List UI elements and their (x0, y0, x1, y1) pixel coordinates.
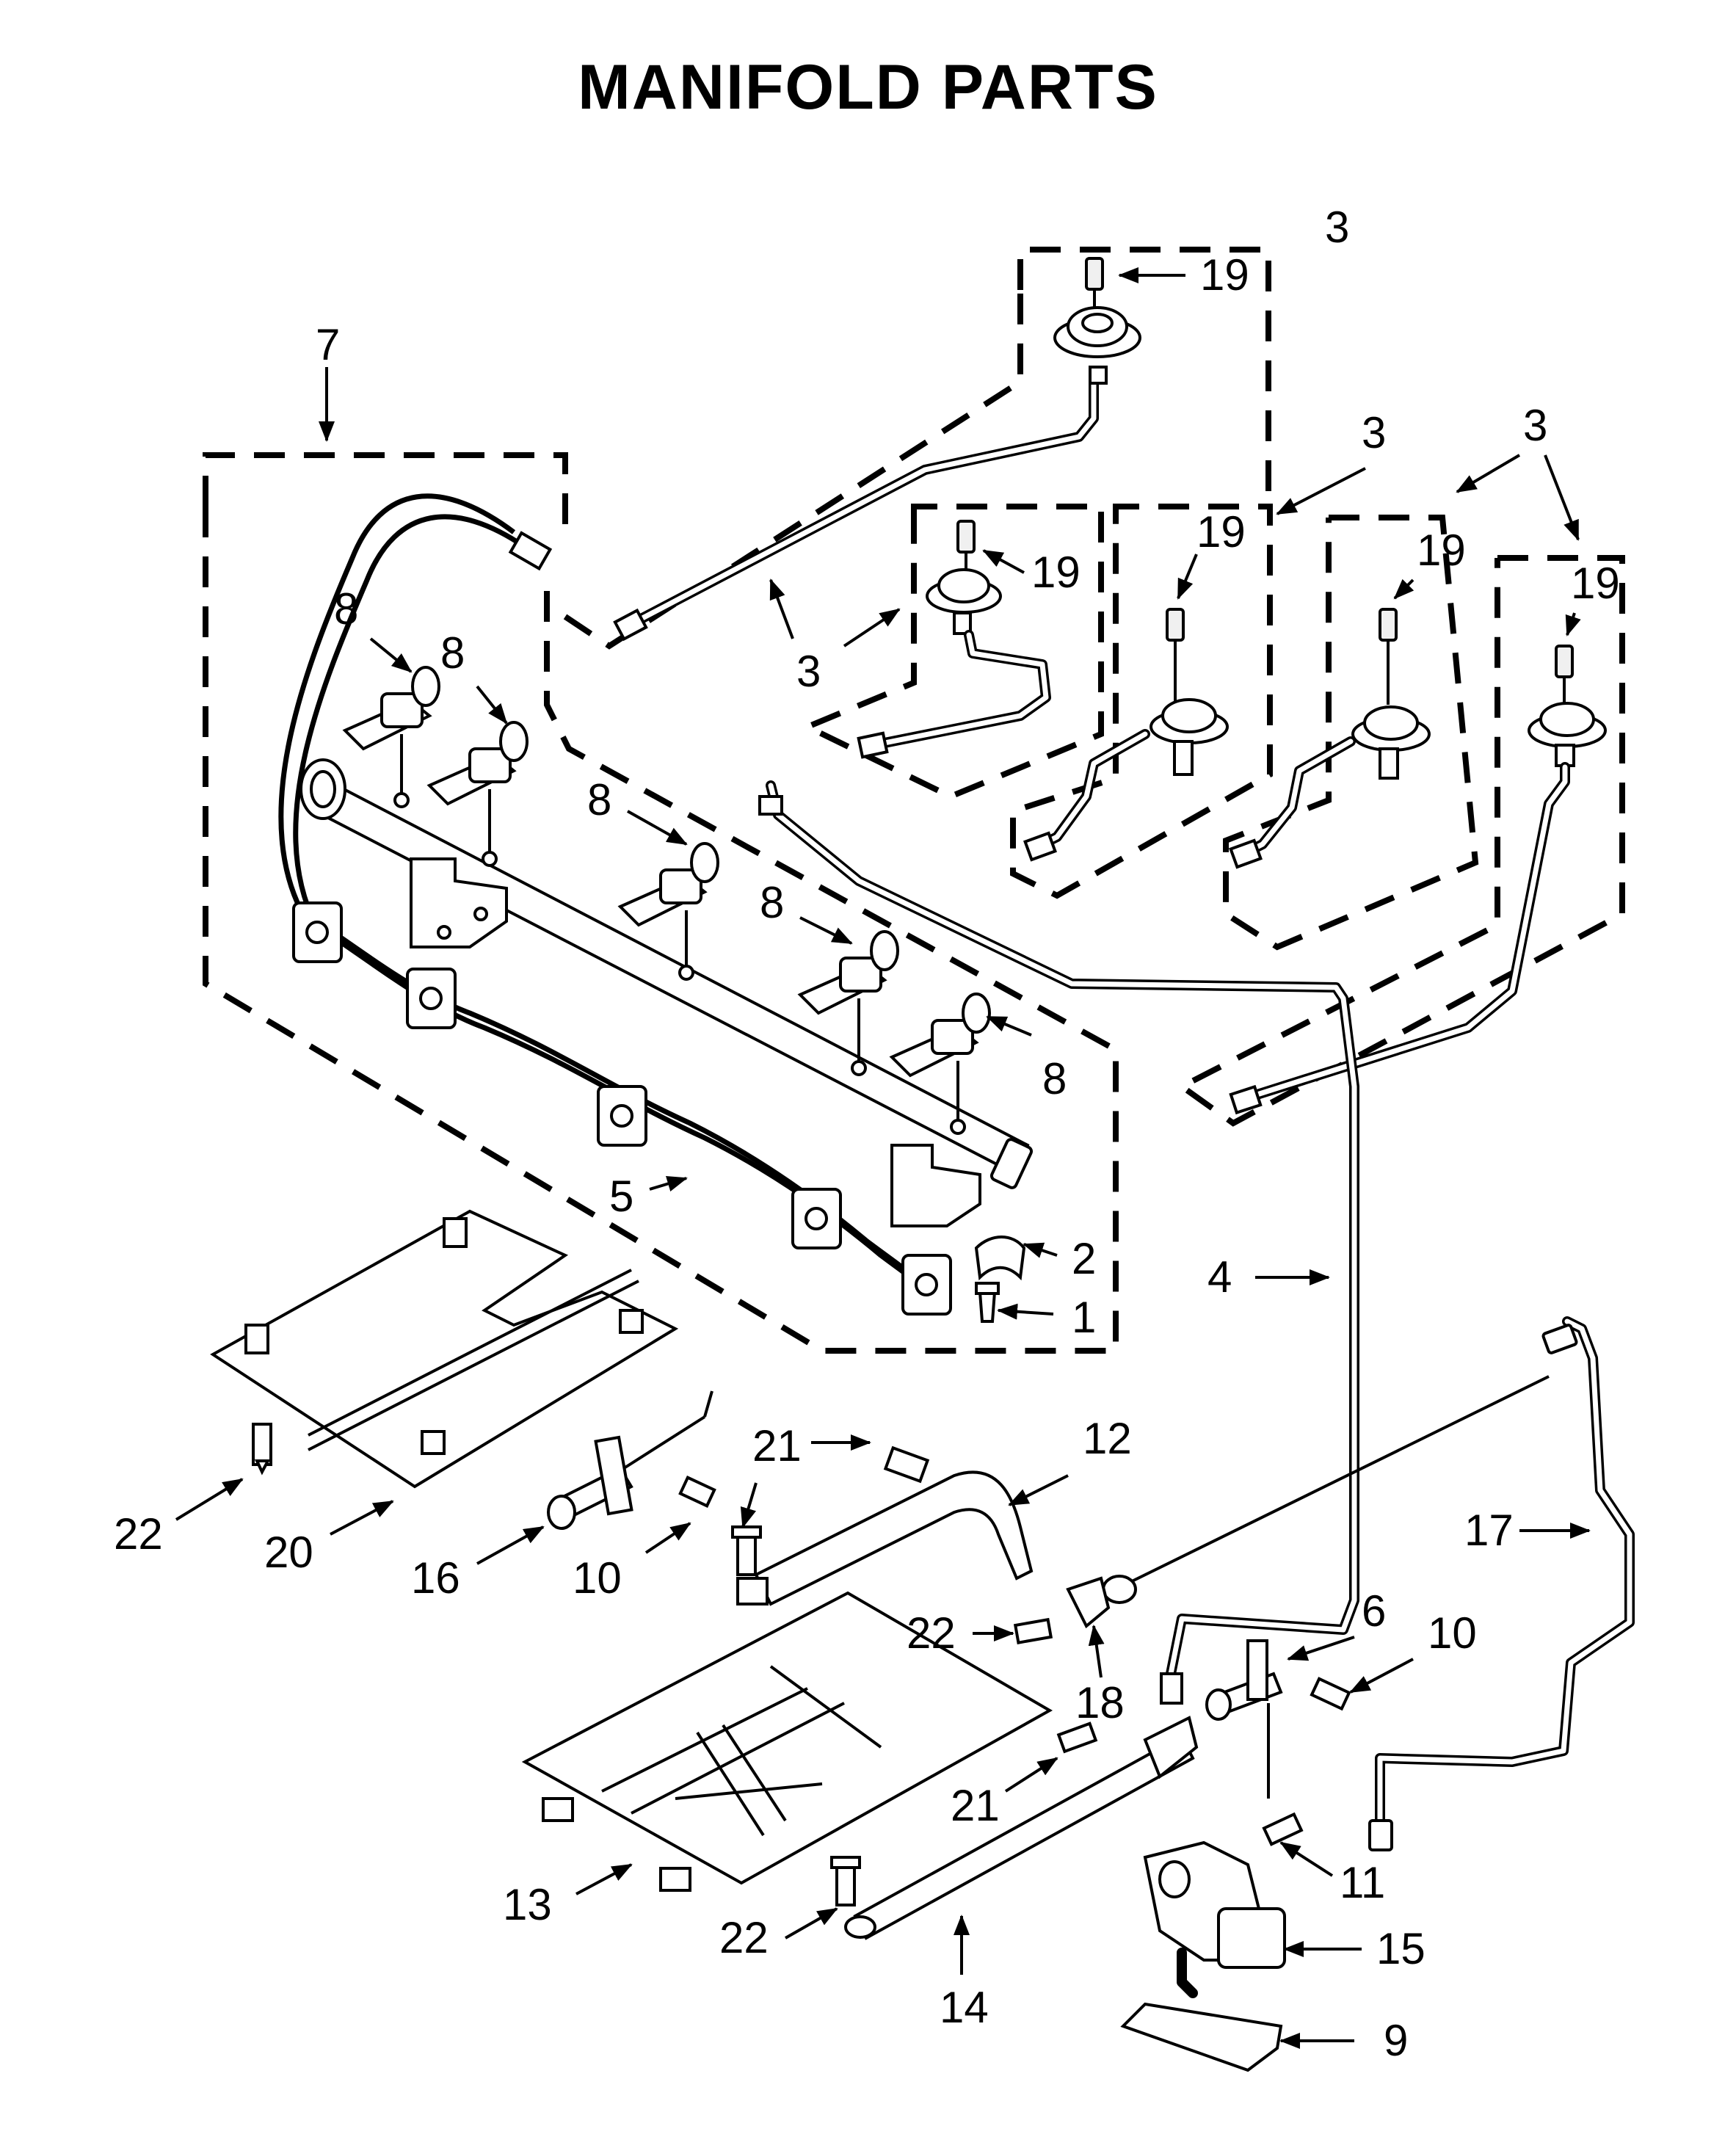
harness-switch-5 (901, 1254, 952, 1316)
screw-10-a (678, 1476, 716, 1508)
callout-7: 7 (316, 320, 340, 369)
callout-19: 19 (1196, 507, 1246, 556)
callout-15: 15 (1376, 1924, 1426, 1973)
callout-10: 10 (1428, 1608, 1477, 1658)
callout-16: 16 (411, 1553, 460, 1603)
callout-4: 4 (1207, 1252, 1232, 1302)
burner-valve-mid2 (1229, 705, 1431, 869)
callout-22: 22 (114, 1509, 163, 1559)
gas-tube-top (613, 377, 1099, 642)
harness-switch-2 (406, 968, 457, 1029)
screw-11 (1262, 1812, 1304, 1846)
orifice-19-mid (1166, 608, 1185, 701)
callout-21: 21 (951, 1781, 1000, 1830)
callout-14: 14 (940, 1983, 989, 2032)
orifice-holder-8-d (797, 930, 899, 1076)
group-box-manifold-harness (203, 452, 1119, 1354)
screw-10-b (1310, 1677, 1351, 1711)
screw-22-c (830, 1856, 861, 1906)
leader-arrows (175, 267, 1591, 2049)
thermocouple-wire (1102, 1375, 1550, 1604)
orifice-19-mid2 (1379, 608, 1398, 705)
heat-shield-20 (210, 1209, 679, 1489)
orifice-19-left (956, 520, 976, 571)
bracket-9 (1120, 2002, 1283, 2072)
callout-17: 17 (1464, 1506, 1514, 1555)
callout-10: 10 (573, 1553, 622, 1603)
callout-8: 8 (334, 584, 358, 634)
callout-19: 19 (1571, 559, 1620, 608)
safety-valve-15 (1143, 1840, 1286, 1998)
callout-20: 20 (264, 1528, 313, 1577)
spreader-18 (1066, 1576, 1111, 1629)
group-box-burner-valve-right (1176, 555, 1625, 1127)
callout-19: 19 (1031, 548, 1081, 597)
group-box-burner-valve-mid (1010, 504, 1273, 899)
callout-2: 2 (1072, 1234, 1096, 1283)
callout-5: 5 (609, 1172, 633, 1221)
callout-8: 8 (760, 878, 784, 927)
harness-switch-1 (292, 901, 343, 963)
callout-6: 6 (1362, 1586, 1386, 1636)
callout-8: 8 (440, 628, 465, 678)
manifold-pipe (299, 758, 1034, 1227)
group-box-burner-valve-left (800, 504, 1104, 800)
burner-12 (736, 1445, 1034, 1606)
burner-valve-left (857, 568, 1051, 759)
callout-1: 1 (1072, 1293, 1096, 1342)
igniter-16 (547, 1390, 713, 1530)
orifice-holder-8-b (426, 721, 529, 867)
group-box-burner-valve-top (563, 247, 1271, 650)
callout-3: 3 (796, 647, 821, 696)
callout-19: 19 (1200, 250, 1249, 300)
screw-1 (975, 1282, 1000, 1323)
callout-21: 21 (752, 1421, 802, 1470)
screw-22-a (252, 1423, 272, 1476)
harness-switch-4 (791, 1188, 842, 1249)
screw-22-b (1013, 1617, 1053, 1644)
group-box-burner-valve-mid2 (1223, 515, 1479, 951)
callout-3: 3 (1325, 203, 1349, 252)
gas-tube-4 (758, 780, 1359, 1705)
burner-valve-mid (1023, 698, 1229, 862)
switch-harness (278, 493, 952, 1316)
igniter-6 (1205, 1639, 1283, 1799)
burner-valve-top (1053, 306, 1141, 385)
burner-valve-right (1229, 702, 1607, 1115)
broil-burner-14 (844, 1716, 1199, 1940)
callout-22: 22 (907, 1608, 956, 1658)
gas-tube-17 (1368, 1316, 1635, 1851)
callout-22: 22 (719, 1913, 769, 1962)
orifice-19-right (1555, 645, 1574, 703)
callout-3: 3 (1362, 408, 1386, 457)
callout-18: 18 (1075, 1678, 1125, 1727)
orifice-holder-8-c (617, 842, 719, 981)
callout-19: 19 (1417, 526, 1466, 575)
page-title: MANIFOLD PARTS (578, 52, 1158, 123)
manifold-bracket-2 (974, 1236, 1026, 1281)
callout-8: 8 (587, 775, 611, 824)
callout-labels: 7 19 3 3 3 19 19 19 19 3 8 8 8 8 8 5 2 1… (114, 203, 1620, 2065)
screw-21-a (731, 1525, 762, 1576)
callout-8: 8 (1042, 1054, 1067, 1103)
callout-13: 13 (503, 1880, 552, 1929)
orifice-19-top (1085, 257, 1104, 308)
callout-12: 12 (1083, 1414, 1132, 1463)
burner-plate-13 (521, 1591, 1053, 1892)
callout-3: 3 (1523, 401, 1547, 450)
callout-9: 9 (1384, 2016, 1408, 2065)
orifice-holder-8-a (342, 666, 440, 808)
orifice-holder-8-e (889, 993, 991, 1135)
harness-switch-3 (597, 1085, 647, 1147)
screw-21-b (1056, 1721, 1098, 1754)
callout-11: 11 (1340, 1858, 1385, 1907)
